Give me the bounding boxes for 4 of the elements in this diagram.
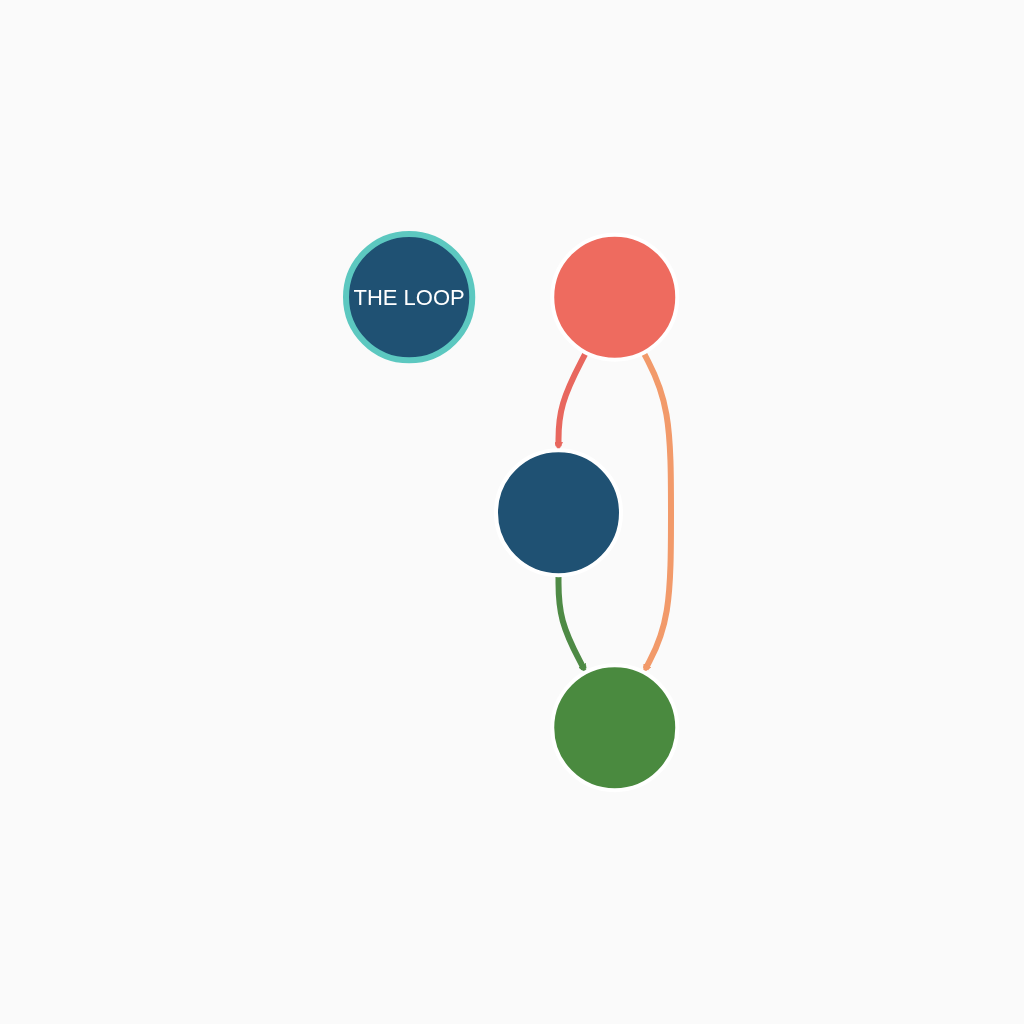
node-circle: THE LOOP	[343, 230, 476, 364]
arrow	[641, 351, 675, 673]
arrow	[555, 575, 587, 673]
arrow	[554, 351, 589, 451]
